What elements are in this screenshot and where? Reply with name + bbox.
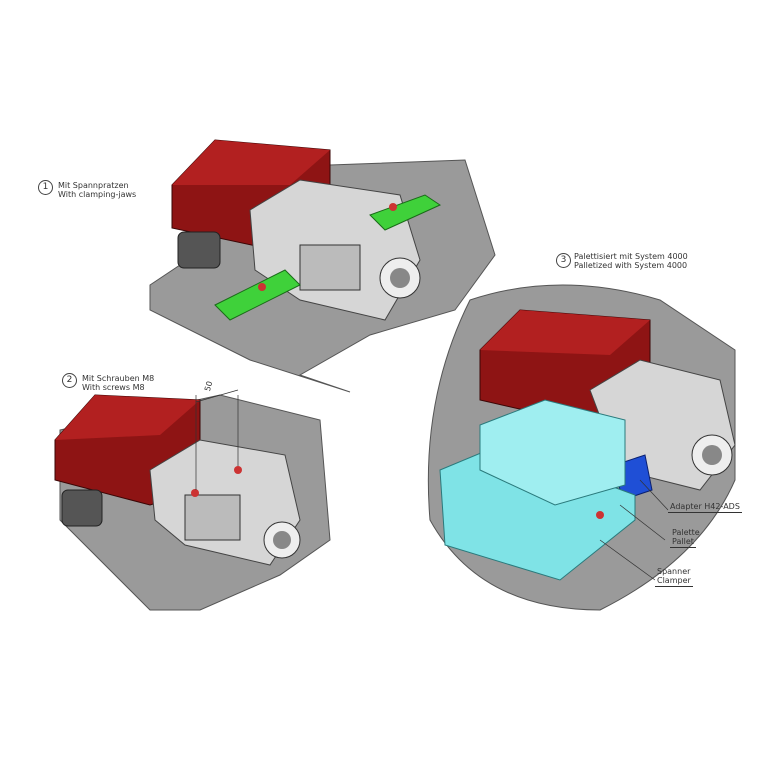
scene-palletized bbox=[427, 284, 736, 611]
variant-number: 2 bbox=[62, 373, 77, 388]
callout-clamper-en: Clamper bbox=[655, 576, 693, 587]
variant-number: 3 bbox=[556, 253, 571, 268]
scene-clamping-jaws bbox=[149, 139, 496, 393]
leader-line bbox=[599, 539, 656, 581]
callout-pallet-en: Pallet bbox=[670, 537, 696, 548]
variant-number: 1 bbox=[38, 180, 53, 195]
label-en: With screws M8 bbox=[82, 383, 145, 392]
label-en: Palletized with System 4000 bbox=[574, 261, 688, 270]
clamping-jaw bbox=[369, 194, 442, 231]
leader-line bbox=[639, 479, 669, 511]
label-de: Palettisiert mit System 4000 bbox=[574, 252, 688, 261]
motor-top bbox=[172, 140, 330, 185]
callout-pallet-de: Palette bbox=[672, 528, 700, 537]
label-de: Mit Schrauben M8 bbox=[82, 374, 155, 383]
scene-screws bbox=[54, 389, 331, 611]
label-en: With clamping-jaws bbox=[58, 190, 137, 199]
cable-gland bbox=[177, 231, 221, 269]
clamping-jaw bbox=[214, 269, 301, 321]
callout-clamper-de: Spanner bbox=[657, 567, 691, 576]
housing-window bbox=[299, 244, 361, 291]
label-de: Mit Spannpratzen bbox=[58, 181, 129, 190]
leader-line bbox=[619, 504, 666, 541]
cable-gland bbox=[61, 489, 103, 527]
callout-adapter: Adapter H42-ADS bbox=[668, 502, 742, 513]
pallet bbox=[479, 399, 626, 506]
